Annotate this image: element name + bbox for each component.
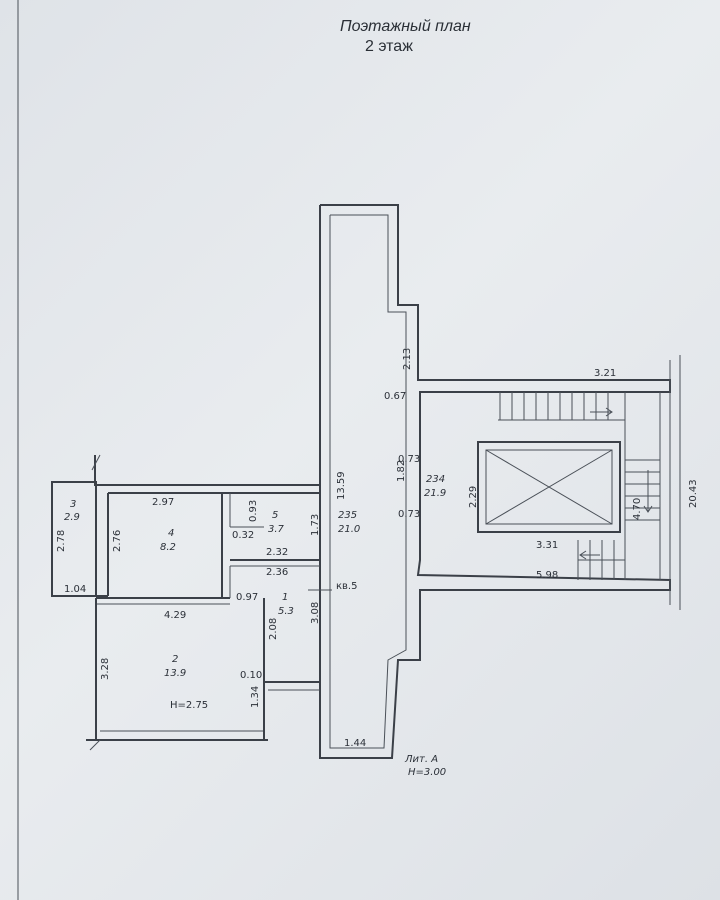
dim-label: 0.73 — [398, 454, 420, 465]
dim-label: 1.34 — [250, 686, 261, 708]
dim-label: 2.78 — [56, 530, 67, 552]
corridor-235-walls — [319, 204, 671, 759]
dim-label: 0.73 — [398, 509, 420, 520]
stair-block-234 — [477, 355, 681, 610]
plan-title: Поэтажный план — [340, 18, 471, 35]
dim-label: 5.98 — [536, 570, 558, 581]
room-1-area: 5.3 — [278, 606, 294, 617]
dim-label: 1.04 — [64, 584, 86, 595]
lit-name: Лит. А — [404, 754, 438, 765]
room-5-num: 5 — [272, 510, 278, 521]
room-234-num: 234 — [426, 474, 445, 485]
lit-height: H=3.00 — [408, 767, 446, 778]
room-235-num: 235 — [338, 510, 357, 521]
room-2-area: 13.9 — [164, 668, 186, 679]
dim-label: 3.28 — [100, 658, 111, 680]
dim-label: 0.97 — [236, 592, 258, 603]
room-4-num: 4 — [168, 528, 174, 539]
room-235-area: 21.0 — [338, 524, 360, 535]
dim-label: 0.67 — [384, 391, 406, 402]
room-4-area: 8.2 — [160, 542, 176, 553]
dim-label: 2.36 — [266, 567, 288, 578]
dim-label: 4.29 — [164, 610, 186, 621]
dim-label: 0.10 — [240, 670, 262, 681]
dim-label: 20.43 — [688, 479, 699, 508]
room-3-num: 3 — [70, 499, 76, 510]
dim-label: 2.29 — [468, 486, 479, 508]
apartment-label: кв.5 — [336, 581, 357, 592]
room-234-area: 21.9 — [424, 488, 446, 499]
dim-label: 2.08 — [268, 618, 279, 640]
room-1-num: 1 — [282, 592, 288, 603]
dim-label: 0.32 — [232, 530, 254, 541]
dim-label: 0.93 — [248, 500, 259, 522]
room-3-area: 2.9 — [64, 512, 80, 523]
dim-label: 13.59 — [336, 471, 347, 500]
dim-label: 1.73 — [310, 514, 321, 536]
dim-label: 3.08 — [310, 602, 321, 624]
room2-height: H=2.75 — [170, 700, 208, 711]
dim-label: 1.82 — [396, 460, 407, 482]
dim-label: 2.32 — [266, 547, 288, 558]
dim-label: 3.31 — [536, 540, 558, 551]
room-5-area: 3.7 — [268, 524, 285, 535]
dim-label: 3.21 — [594, 368, 616, 379]
apartment-walls — [51, 454, 332, 751]
plan-subtitle: 2 этаж — [365, 38, 413, 55]
dim-label: 2.76 — [112, 530, 123, 552]
dim-label: 1.44 — [344, 738, 366, 749]
dim-label: 4.70 — [632, 498, 643, 520]
room-2-num: 2 — [172, 654, 178, 665]
dim-label: 2.97 — [152, 497, 174, 508]
dim-label: 2.13 — [402, 348, 413, 370]
